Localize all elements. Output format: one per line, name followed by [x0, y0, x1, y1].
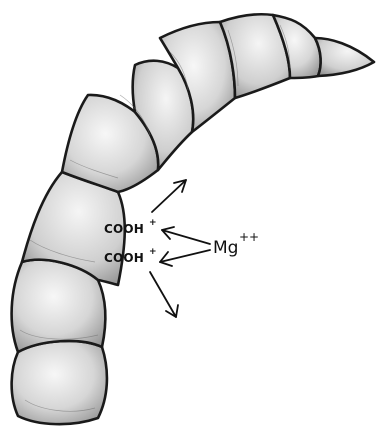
arrow-down-right — [150, 272, 176, 317]
cooh-top-charge: + — [149, 218, 157, 228]
segment-tip — [315, 38, 374, 76]
filament — [12, 14, 374, 424]
segment-1 — [12, 341, 107, 424]
cooh-top-label: COOH — [104, 222, 144, 236]
arrow-up-right — [152, 180, 186, 212]
arrows — [150, 180, 210, 317]
cooh-bottom-charge: + — [149, 247, 157, 257]
magnesium-ion-charge: ++ — [239, 230, 259, 244]
cooh-bottom-label: COOH — [104, 251, 144, 265]
magnesium-ion-label: Mg — [213, 238, 238, 258]
